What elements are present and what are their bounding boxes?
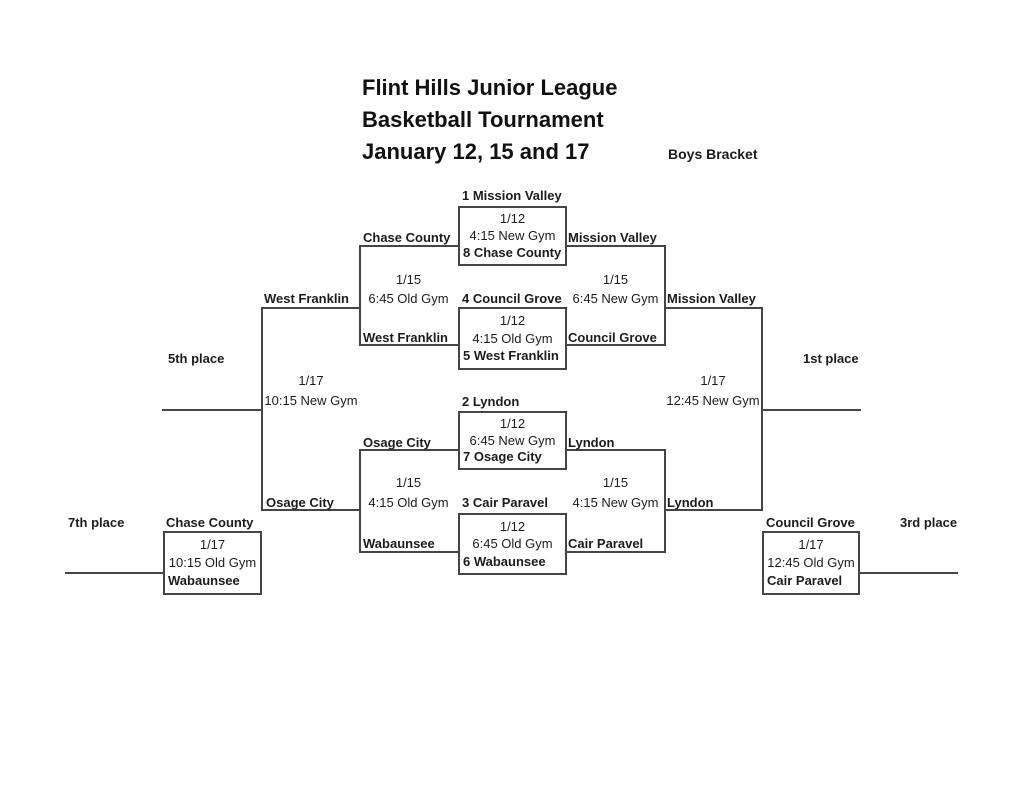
game1-winner-line: [565, 245, 666, 247]
third-place-box: 1/17 12:45 Old Gym Cair Paravel: [762, 531, 860, 595]
game3-winner-label: Lyndon: [568, 435, 615, 450]
connector-winners-bottom: [664, 449, 666, 553]
connector-winners-top: [664, 245, 666, 346]
winners-top-winner-line: [664, 307, 763, 309]
bracket-type-label: Boys Bracket: [668, 146, 758, 162]
title-line-2: Basketball Tournament: [362, 107, 604, 132]
game1-venue: 4:15 New Gym: [469, 228, 556, 243]
game1-seed-bottom: 8 Chase County: [463, 245, 562, 260]
seventh-place-date: 1/17: [199, 537, 226, 552]
third-place-date: 1/17: [798, 537, 824, 552]
fifth-place-line: [162, 409, 263, 411]
consolation-top-venue: 6:45 Old Gym: [368, 291, 449, 306]
first-place-date: 1/17: [700, 373, 726, 388]
third-place-team-top: Council Grove: [766, 515, 855, 530]
seventh-place-label: 7th place: [68, 515, 125, 530]
seventh-place-team-top: Chase County: [166, 515, 254, 530]
seventh-place-box: 1/17 10:15 Old Gym Wabaunsee: [163, 531, 262, 595]
game2-date: 1/12: [499, 312, 526, 328]
game2-box: 1/12 4:15 Old Gym 5 West Franklin: [458, 307, 567, 370]
fifth-place-date: 1/17: [298, 373, 324, 388]
game4-winner-line: [565, 551, 666, 553]
game1-box: 1/12 4:15 New Gym 8 Chase County: [458, 206, 567, 266]
game3-box: 1/12 6:45 New Gym 7 Osage City: [458, 411, 567, 470]
fifth-place-label: 5th place: [168, 351, 225, 366]
winners-bottom-winner-line: [664, 509, 763, 511]
connector-consolation-bottom: [359, 449, 361, 553]
consolation-bottom-winner-line: [261, 509, 361, 511]
game1-loser-line: [359, 245, 458, 247]
seventh-place-venue: 10:15 Old Gym: [168, 555, 257, 570]
game4-loser-line: [359, 551, 458, 553]
game2-venue: 4:15 Old Gym: [472, 330, 553, 346]
game2-loser-label: West Franklin: [363, 330, 449, 345]
game3-winner-line: [565, 449, 666, 451]
consolation-bottom-date: 1/15: [395, 475, 422, 490]
game1-winner-label: Mission Valley: [568, 230, 657, 245]
game2-loser-line: [359, 344, 458, 346]
game4-seed-top: 3 Cair Paravel: [462, 495, 549, 510]
game1-date: 1/12: [499, 211, 526, 226]
game3-date: 1/12: [499, 415, 526, 431]
game3-seed-bottom: 7 Osage City: [463, 449, 542, 465]
consolation-bottom-winner-label: Osage City: [266, 495, 334, 510]
first-place-label: 1st place: [803, 351, 859, 366]
fifth-place-venue: 10:15 New Gym: [264, 393, 358, 408]
consolation-top-winner-label: West Franklin: [264, 291, 350, 306]
game2-winner-label: Council Grove: [568, 330, 657, 345]
game4-box: 1/12 6:45 Old Gym 6 Wabaunsee: [458, 513, 567, 575]
third-place-line: [858, 572, 958, 574]
game1-loser-label: Chase County: [363, 230, 451, 245]
game4-loser-label: Wabaunsee: [363, 536, 435, 551]
game2-seed-bottom: 5 West Franklin: [463, 348, 559, 364]
game4-winner-label: Cair Paravel: [568, 536, 644, 551]
consolation-top-winner-line: [261, 307, 361, 309]
title-line-1: Flint Hills Junior League: [362, 75, 618, 100]
winners-top-date: 1/15: [602, 272, 629, 287]
game2-winner-line: [565, 344, 666, 346]
seventh-place-team-bottom: Wabaunsee: [168, 573, 240, 588]
game4-seed-bottom: 6 Wabaunsee: [463, 553, 546, 569]
first-place-line: [761, 409, 861, 411]
seventh-place-line: [65, 572, 165, 574]
game4-date: 1/12: [499, 518, 526, 534]
winners-top-winner-label: Mission Valley: [667, 291, 756, 306]
game3-loser-label: Osage City: [363, 435, 431, 450]
third-place-team-bottom: Cair Paravel: [767, 573, 843, 588]
title-line-3: January 12, 15 and 17: [362, 139, 590, 164]
consolation-bottom-venue: 4:15 Old Gym: [368, 495, 449, 510]
game3-venue: 6:45 New Gym: [469, 432, 556, 448]
first-place-venue: 12:45 New Gym: [666, 393, 760, 408]
winners-bottom-winner-label: Lyndon: [667, 495, 714, 510]
game3-loser-line: [359, 449, 458, 451]
game4-venue: 6:45 Old Gym: [472, 536, 553, 551]
game2-seed-top: 4 Council Grove: [462, 291, 562, 306]
winners-top-venue: 6:45 New Gym: [572, 291, 659, 306]
game1-seed-top: 1 Mission Valley: [462, 188, 562, 203]
consolation-top-date: 1/15: [395, 272, 422, 287]
third-place-venue: 12:45 Old Gym: [767, 555, 855, 570]
winners-bottom-date: 1/15: [602, 475, 629, 490]
connector-consolation-top: [359, 245, 361, 346]
winners-bottom-venue: 4:15 New Gym: [572, 495, 659, 510]
game3-seed-top: 2 Lyndon: [462, 394, 520, 409]
page-title: Flint Hills Junior League Basketball Tou…: [362, 72, 617, 168]
third-place-label: 3rd place: [900, 515, 958, 530]
